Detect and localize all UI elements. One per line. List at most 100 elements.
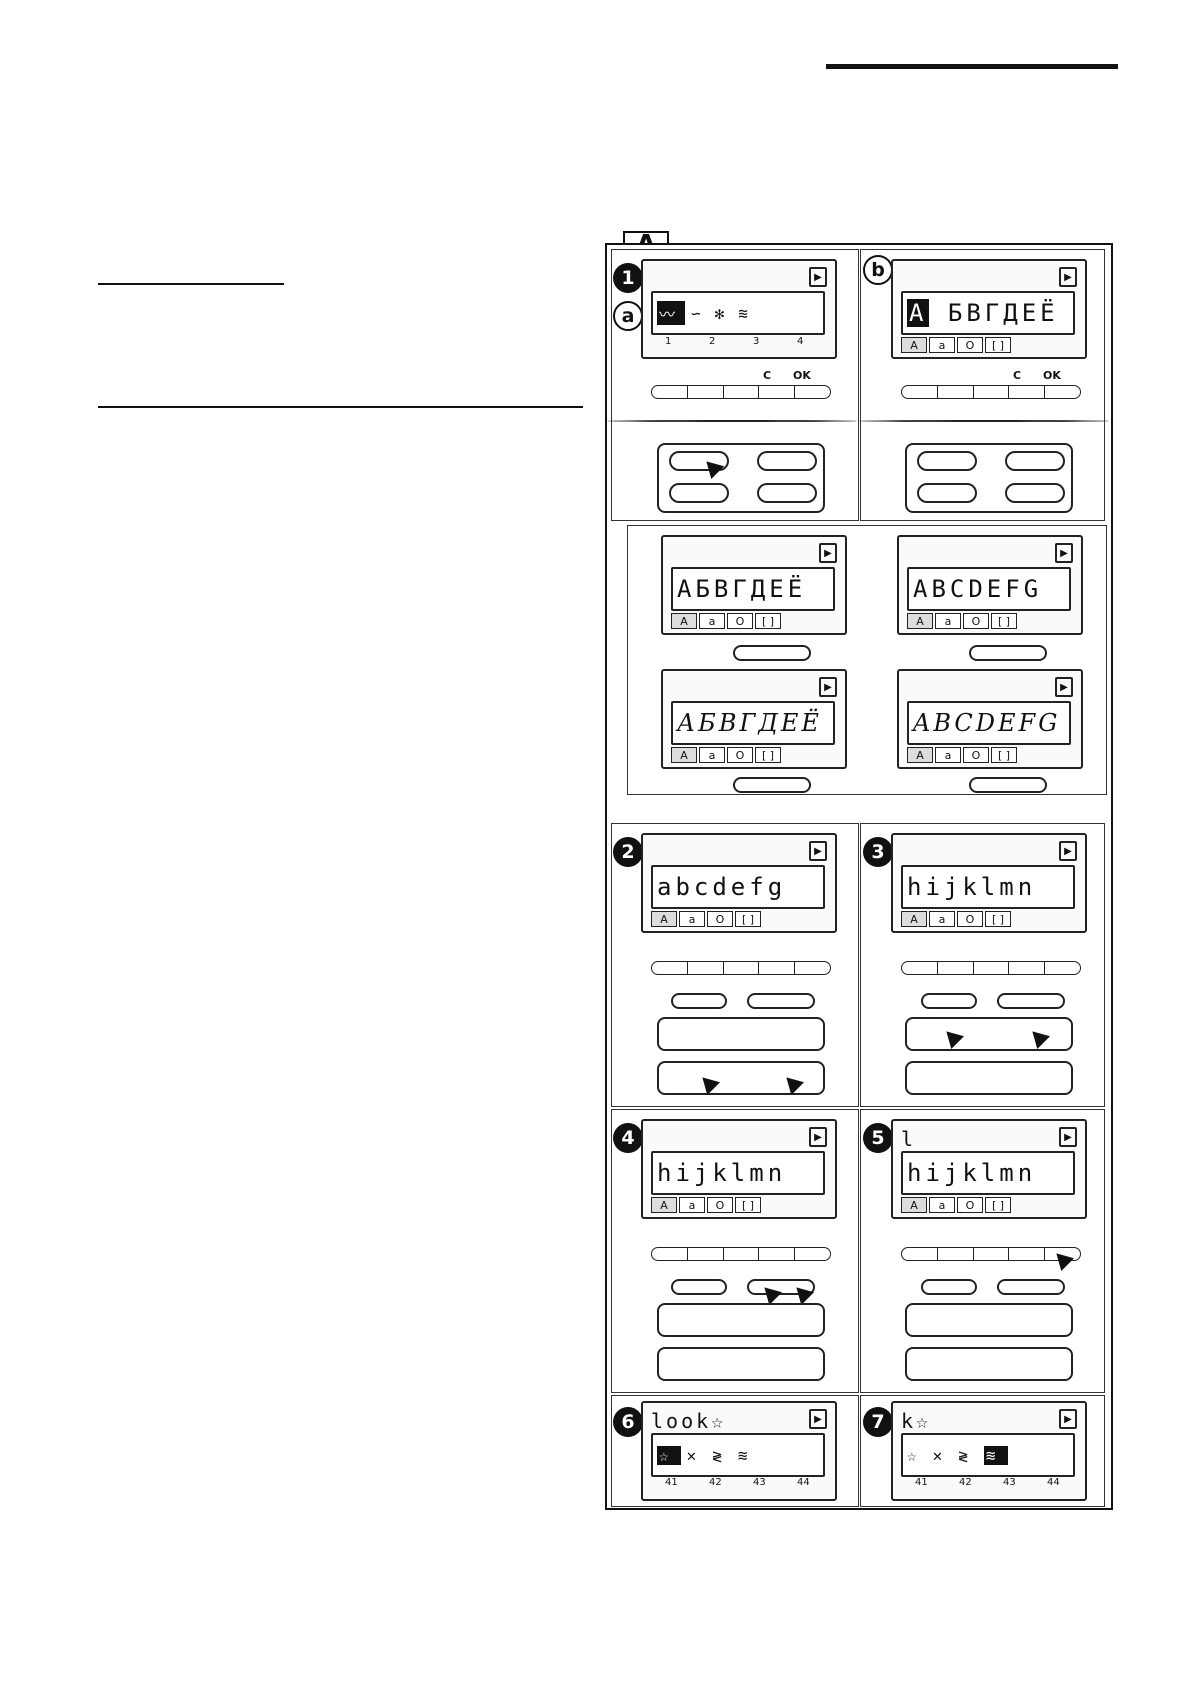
abc-key-variant-4[interactable] <box>969 777 1047 793</box>
step-2-badge: 2 <box>613 837 643 867</box>
button-group-1 <box>657 443 825 513</box>
lr-button-5[interactable] <box>997 1279 1065 1295</box>
stitch-num-2: 2 <box>709 336 716 347</box>
r-button-2[interactable] <box>671 993 727 1009</box>
stitch-num-1: 1 <box>665 336 672 347</box>
lcd-step1: ▶ 〰 ∽ ✻ ≋ 1 2 3 4 <box>641 259 837 359</box>
stitch-button-b[interactable] <box>917 451 977 471</box>
key-label-c: C <box>1013 369 1022 382</box>
keypad-row-b[interactable] <box>901 385 1081 399</box>
key-label-ok: OK <box>793 369 811 382</box>
stitch-num-3: 3 <box>753 336 760 347</box>
text-rule-1 <box>98 406 583 408</box>
cell-step-b <box>860 249 1105 521</box>
keypad-row-5[interactable] <box>901 1247 1081 1261</box>
keypad-row-1[interactable] <box>651 385 831 399</box>
motif-num-44: 44 <box>797 1477 810 1488</box>
cell-step3 <box>860 823 1105 1107</box>
variant-text-4: ABCDEFG <box>907 701 1071 745</box>
motif-num-43: 43 <box>753 1477 766 1488</box>
mode-button-2[interactable] <box>757 483 817 503</box>
step-4-badge: 4 <box>613 1123 643 1153</box>
step-b-badge: b <box>863 255 893 285</box>
play-icon: ▶ <box>1059 267 1077 287</box>
mode-button-b2[interactable] <box>1005 483 1065 503</box>
step-7-badge: 7 <box>863 1407 893 1437</box>
stitch-icon-1: 〰 <box>657 301 686 325</box>
lcd-top-7: k☆ <box>901 1409 932 1433</box>
width-box-4 <box>657 1303 825 1337</box>
text-rule-2 <box>98 283 284 285</box>
width-box-3 <box>905 1017 1073 1051</box>
r-button-3[interactable] <box>921 993 977 1009</box>
variant-text-2: ABCDEFG <box>907 567 1071 611</box>
lcd-step7: k☆ ▶ ☆✕≷≋ 41 42 43 44 <box>891 1401 1087 1501</box>
lcd-top-5: l <box>901 1127 917 1151</box>
lcd-motif-row-6: ☆✕≷≋ <box>651 1433 825 1477</box>
abc-button-1[interactable] <box>669 483 729 503</box>
r-button-5[interactable] <box>921 1279 977 1295</box>
motif-num-42: 42 <box>959 1477 972 1488</box>
stitch-select-button[interactable] <box>669 451 729 471</box>
abc-key-variant-1[interactable] <box>733 645 811 661</box>
lr-button-3[interactable] <box>997 993 1065 1009</box>
cell-step5 <box>860 1109 1105 1393</box>
header-rule <box>826 64 1118 69</box>
r-button-4[interactable] <box>671 1279 727 1295</box>
cell-step4 <box>611 1109 859 1393</box>
abc-key-variant-3[interactable] <box>733 777 811 793</box>
step-1-badge: 1 <box>613 263 643 293</box>
keypad-row-3[interactable] <box>901 961 1081 975</box>
step-5-badge: 5 <box>863 1123 893 1153</box>
width-box-5 <box>905 1303 1073 1337</box>
motif-num-42: 42 <box>709 1477 722 1488</box>
variants-panel <box>627 525 1107 795</box>
lr-button-2[interactable] <box>747 993 815 1009</box>
lcd-text-5: hijklmn <box>901 1151 1075 1195</box>
motif-num-43: 43 <box>1003 1477 1016 1488</box>
abc-button-b[interactable] <box>917 483 977 503</box>
button-group-b <box>905 443 1073 513</box>
lcd-motif-row-7: ☆✕≷≋ <box>901 1433 1075 1477</box>
motif-num-41: 41 <box>915 1477 928 1488</box>
cell-step6 <box>611 1395 859 1507</box>
lcd-step6: look☆ ▶ ☆✕≷≋ 41 42 43 44 <box>641 1401 837 1501</box>
cell-step7 <box>860 1395 1105 1507</box>
step-6-badge: 6 <box>613 1407 643 1437</box>
mode-button-1[interactable] <box>757 451 817 471</box>
motif-num-41: 41 <box>665 1477 678 1488</box>
stitch-icon-4: ≋ <box>738 303 756 323</box>
sub-a-badge: a <box>613 301 643 331</box>
keypad-row-2[interactable] <box>651 961 831 975</box>
keypad-row-4[interactable] <box>651 1247 831 1261</box>
abc-key-variant-2[interactable] <box>969 645 1047 661</box>
length-box-3 <box>905 1061 1073 1095</box>
length-box-4 <box>657 1347 825 1381</box>
cut-wave-b <box>859 420 1109 422</box>
cell-step2 <box>611 823 859 1107</box>
mode-button-b1[interactable] <box>1005 451 1065 471</box>
cut-wave-1 <box>607 420 857 422</box>
variant-text-1: АБВГДЕЁ <box>671 567 835 611</box>
lr-button-4[interactable] <box>747 1279 815 1295</box>
lcd-text-4: hijklmn <box>651 1151 825 1195</box>
lcd-top-6: look☆ <box>651 1409 727 1433</box>
step-3-badge: 3 <box>863 837 893 867</box>
motif-num-44: 44 <box>1047 1477 1060 1488</box>
length-box-5 <box>905 1347 1073 1381</box>
stitch-num-4: 4 <box>797 336 804 347</box>
lcd-text-2: abcdefg <box>651 865 825 909</box>
key-label-ok: OK <box>1043 369 1061 382</box>
lcd-text-3: hijklmn <box>901 865 1075 909</box>
variant-text-3: АБВГДЕЁ <box>671 701 835 745</box>
